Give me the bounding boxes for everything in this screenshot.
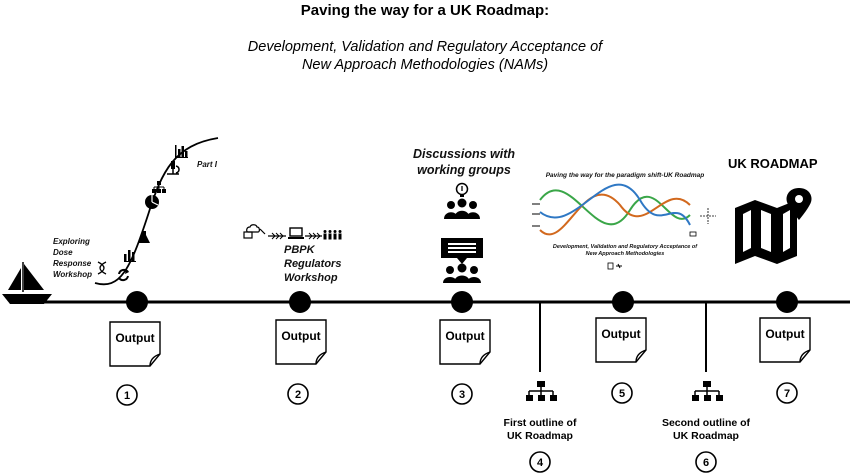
svg-text:4: 4 (537, 457, 544, 469)
first-outline-label: First outline of UK Roadmap (503, 417, 577, 442)
map-pin-icon (735, 188, 812, 264)
second-outline-label: Second outline of UK Roadmap (661, 417, 751, 442)
output-label-2: Output (281, 329, 320, 343)
step-number-1: 1 (116, 384, 138, 406)
cloud-computer-icon (243, 224, 266, 239)
milestone-node-1 (126, 291, 148, 313)
bar-chart-icon (175, 145, 188, 158)
pbpk-workshop-label: PBPK Regulators Workshop (284, 244, 342, 284)
part-one-label: Part I (197, 160, 218, 169)
svg-text:5: 5 (619, 388, 625, 400)
step-number-3: 3 (451, 383, 473, 405)
step-number-7: 7 (776, 382, 798, 404)
svg-text:1: 1 (124, 390, 130, 402)
document-icon (607, 262, 622, 270)
svg-text:7: 7 (784, 388, 790, 400)
thumbnail-title: Paving the way for the paradigm shift-UK… (545, 172, 705, 179)
output-document-3: Output (439, 319, 491, 365)
step-number-6: 6 (695, 451, 717, 473)
microscope-icon (167, 161, 180, 175)
milestone-node-5 (612, 291, 634, 313)
milestone-node-3 (451, 291, 473, 313)
sailboat-icon (2, 262, 52, 304)
paradigm-shift-curves (532, 183, 716, 237)
output-document-2: Output (275, 319, 327, 365)
output-label-5: Output (601, 327, 640, 341)
output-label-3: Output (445, 329, 484, 343)
output-label-7: Output (765, 327, 804, 341)
milestone-node-7 (776, 291, 798, 313)
step-number-2: 2 (287, 383, 309, 405)
bar-chart-icon (124, 250, 136, 262)
step-number-5: 5 (611, 382, 633, 404)
output-document-1: Output (109, 321, 161, 367)
discussions-label: Discussions with working groups (412, 147, 516, 177)
pipeline-arrows (268, 232, 322, 240)
svg-text:3: 3 (459, 389, 465, 401)
step-number-4: 4 (529, 451, 551, 473)
hierarchy-icon (152, 181, 166, 193)
refresh-icon (118, 268, 129, 282)
svg-text:2: 2 (295, 389, 301, 401)
flask-icon (138, 231, 150, 243)
milestone-node-2 (289, 291, 311, 313)
progress-s-curve (94, 137, 219, 286)
org-chart-icon (692, 381, 723, 401)
chat-team-icon (441, 238, 483, 283)
output-document-5: Output (595, 317, 647, 363)
diagram-subtitle: Development, Validation and Regulatory A… (0, 38, 850, 74)
output-label-1: Output (115, 331, 154, 345)
pie-chart-icon (145, 195, 159, 209)
subtitle-line-1: Development, Validation and Regulatory A… (247, 39, 603, 55)
people-group-icon (323, 230, 342, 240)
diagram-title: Paving the way for a UK Roadmap: (300, 2, 550, 19)
dna-icon (97, 261, 107, 275)
svg-text:6: 6 (703, 457, 709, 469)
idea-team-icon (444, 182, 480, 219)
uk-roadmap-label: UK ROADMAP (728, 156, 818, 171)
org-chart-icon (526, 381, 557, 401)
subtitle-line-2: New Approach Methodologies (NAMs) (301, 57, 549, 73)
dose-response-workshop-label: Exploring Dose Response Workshop (53, 237, 92, 279)
laptop-icon (288, 227, 304, 239)
output-document-7: Output (759, 317, 811, 363)
thumbnail-subtitle: Development, Validation and Regulatory A… (552, 244, 698, 257)
